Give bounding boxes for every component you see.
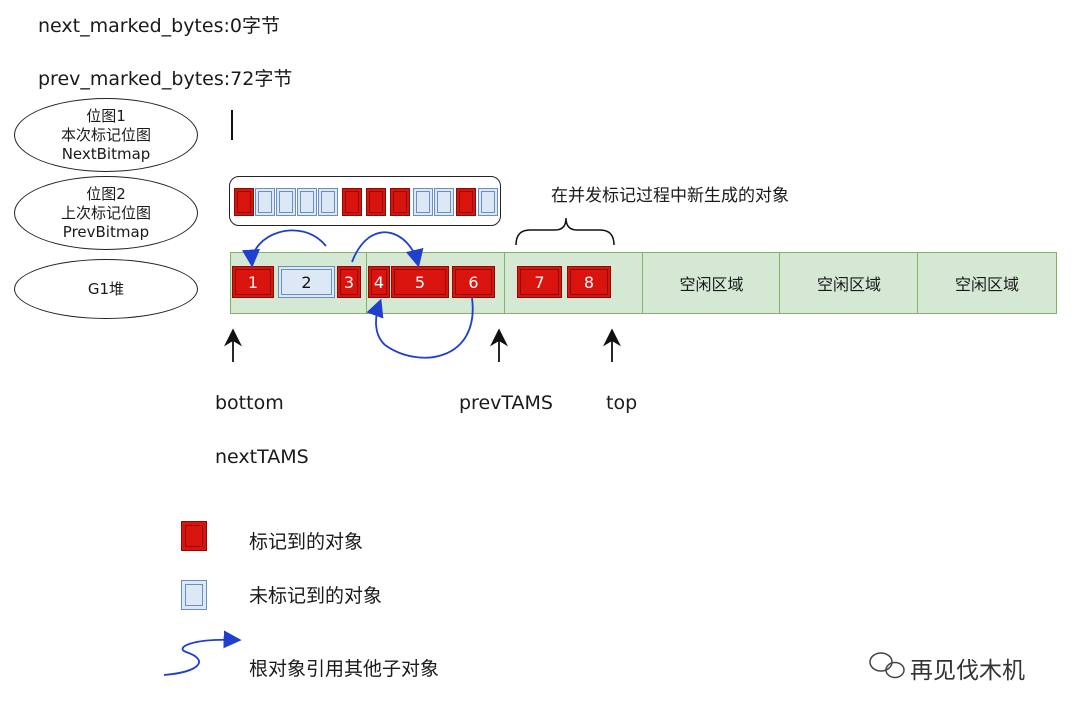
heap-object-label: 2 — [301, 272, 312, 292]
heap-label-text: G1堆 — [87, 279, 125, 298]
top-label: top — [606, 392, 638, 414]
prev-bitmap-line-1: 位图2 — [86, 184, 126, 203]
next-bitmap-line-3: NextBitmap — [61, 144, 151, 163]
heap-object-label: 3 — [343, 272, 355, 292]
bitmap-bit-unmarked — [297, 188, 317, 216]
heap-label: G1堆 — [14, 259, 198, 319]
legend-unmarked-swatch — [181, 580, 207, 610]
bitmap-bit-marked — [366, 188, 386, 216]
next-bitmap-label: 位图1 本次标记位图 NextBitmap — [14, 98, 198, 172]
wechat-icon — [869, 652, 905, 679]
heap-object-label: 7 — [534, 272, 545, 292]
new-objects-annotation: 在并发标记过程中新生成的对象 — [551, 186, 789, 206]
bitmap-bit-unmarked — [478, 188, 498, 216]
prev-marked-bytes-text: prev_marked_bytes:72字节 — [38, 68, 293, 90]
next-bitmap-empty-marker — [231, 110, 233, 140]
bitmap-bit-unmarked — [413, 188, 433, 216]
heap-object-1: 1 — [232, 266, 274, 298]
bitmap-bit-unmarked — [276, 188, 296, 216]
bitmap-bit-marked — [390, 188, 410, 216]
heap-object-2: 2 — [278, 266, 335, 298]
legend-reference-arrow — [163, 630, 242, 676]
bitmap-bit-unmarked — [255, 188, 275, 216]
free-region-label: 空闲区域 — [954, 275, 1019, 294]
free-region: 空闲区域 — [917, 252, 1057, 314]
heap-object-label: 6 — [468, 272, 479, 292]
next-bitmap-line-1: 位图1 — [86, 106, 126, 125]
next-bitmap-line-2: 本次标记位图 — [60, 125, 151, 144]
legend-unmarked-text: 未标记到的对象 — [249, 585, 383, 607]
heap-object-4: 4 — [368, 266, 390, 298]
legend-reference-text: 根对象引用其他子对象 — [249, 658, 440, 680]
free-region: 空闲区域 — [642, 252, 781, 314]
heap-object-label: 4 — [373, 272, 385, 292]
bitmap-bit-unmarked — [318, 188, 338, 216]
next-tams-label: nextTAMS — [215, 446, 309, 468]
bitmap-bit-marked — [234, 188, 254, 216]
heap-object-6: 6 — [452, 266, 495, 298]
new-objects-brace — [515, 217, 615, 246]
legend-marked-text: 标记到的对象 — [249, 531, 364, 553]
prev-bitmap-line-3: PrevBitmap — [62, 222, 150, 241]
heap-object-7: 7 — [517, 266, 562, 298]
prev-bitmap-label: 位图2 上次标记位图 PrevBitmap — [14, 176, 198, 250]
next-marked-bytes-text: next_marked_bytes:0字节 — [38, 15, 280, 37]
bitmap-bit-marked — [342, 188, 362, 216]
bitmap-bit-unmarked — [434, 188, 454, 216]
heap-object-8: 8 — [567, 266, 611, 298]
heap-object-label: 1 — [247, 272, 259, 292]
heap-object-3: 3 — [337, 266, 361, 298]
watermark-text: 再见伐木机 — [910, 658, 1025, 684]
legend-marked-swatch — [181, 521, 207, 551]
prev-bitmap-line-2: 上次标记位图 — [60, 203, 151, 222]
prev-tams-label: prevTAMS — [459, 392, 553, 414]
reference-arrow — [366, 297, 474, 359]
reference-arrow — [351, 231, 424, 268]
free-region-label: 空闲区域 — [816, 275, 881, 294]
bottom-label: bottom — [215, 392, 284, 414]
prev-bitmap-box — [229, 176, 501, 226]
heap-object-5: 5 — [391, 266, 449, 298]
bitmap-bit-marked — [456, 188, 476, 216]
heap-object-label: 8 — [583, 272, 595, 292]
free-region: 空闲区域 — [779, 252, 919, 314]
heap-object-label: 5 — [414, 272, 426, 292]
reference-arrow — [242, 229, 327, 268]
free-region-label: 空闲区域 — [679, 275, 744, 294]
